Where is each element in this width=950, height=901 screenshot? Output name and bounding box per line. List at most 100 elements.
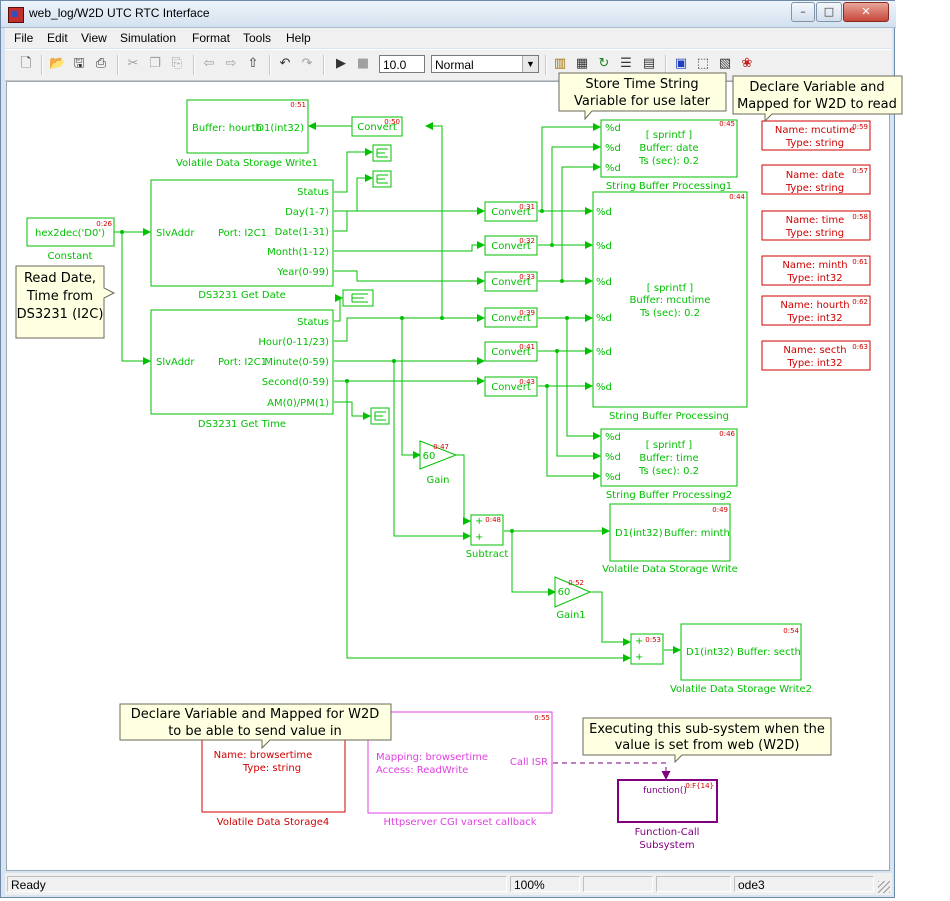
vds-write-right: Buffer: minth [664, 528, 730, 539]
cut-icon[interactable]: ✂ [127, 56, 139, 71]
convert6-block[interactable] [484, 376, 538, 397]
simulation-mode-select[interactable]: Normal▼ [431, 55, 539, 73]
sbp-port-3: %d [596, 277, 612, 288]
menu-view[interactable]: View [81, 31, 107, 45]
var-hourth-name: Name: hourth [780, 300, 849, 311]
new-model-icon[interactable]: 🗋 [20, 56, 32, 71]
vds-write-left: D1(int32) [615, 528, 663, 539]
convert2-label: Convert [491, 241, 531, 252]
sum53-sign-2: + [635, 652, 643, 663]
sbp-name: String Buffer Processing [609, 411, 729, 422]
menu-help[interactable]: Help [286, 31, 311, 45]
get-time-name: DS3231 Get Time [198, 419, 286, 430]
constant-block[interactable] [26, 217, 115, 247]
menu-edit[interactable]: Edit [47, 31, 68, 45]
string-buffer-processing-block[interactable] [592, 191, 748, 408]
callout-declare-w2d: Declare Variable and Mapped for W2D to b… [119, 703, 392, 750]
sbp2-name: String Buffer Processing2 [606, 490, 732, 501]
var-minth-block[interactable] [761, 255, 871, 286]
callout-store-time-line1: Store Time String [585, 77, 698, 92]
var-mcutime-block[interactable] [761, 120, 871, 151]
string-buffer-processing2-block[interactable] [600, 428, 738, 487]
vds-write2-block[interactable] [680, 623, 802, 681]
tag-icon[interactable]: ⬚ [696, 56, 710, 71]
var-time-block[interactable] [761, 210, 871, 241]
debug-icon[interactable]: ☰ [620, 56, 632, 71]
vds-write-block[interactable] [609, 503, 731, 562]
build-icon[interactable]: ▥ [553, 56, 567, 71]
httpserver-cgi-block[interactable] [367, 711, 553, 814]
resize-grip-icon[interactable] [878, 881, 890, 893]
save-icon[interactable]: 🖫 [73, 56, 85, 71]
maximize-button[interactable]: □ [816, 2, 842, 22]
function-call-subsystem-block[interactable] [617, 779, 718, 823]
get-date-out-status: Status [297, 187, 329, 198]
forward-icon[interactable]: ⇨ [225, 56, 237, 71]
callout-declare-w2d-line1: Declare Variable and Mapped for W2D [131, 707, 380, 722]
stop-icon[interactable]: ■ [356, 56, 370, 71]
redo-icon[interactable]: ↷ [301, 56, 313, 71]
get-time-out-hour: Hour(0-11/23) [258, 337, 329, 348]
convert5-block[interactable] [484, 341, 538, 362]
var-date-block[interactable] [761, 164, 871, 195]
fcs-prio: 0:F{14} [685, 782, 714, 790]
target-icon[interactable]: ❀ [741, 56, 753, 71]
vds-write1-right: D1(int32) [256, 123, 304, 134]
constant-name: Constant [48, 251, 93, 262]
convert4-block[interactable] [484, 307, 538, 328]
vds-write1-name: Volatile Data Storage Write1 [176, 158, 318, 169]
subtract-block[interactable] [470, 514, 504, 546]
callout-read-line2: Time from [26, 289, 93, 304]
close-button[interactable]: ✕ [843, 2, 889, 22]
paste-icon[interactable]: ⎘ [171, 56, 183, 71]
vds-write1-block[interactable] [186, 99, 309, 154]
undo-icon[interactable]: ↶ [279, 56, 291, 71]
ds3231-get-time-block[interactable] [150, 309, 334, 415]
convert2-block[interactable] [484, 235, 538, 256]
gain1-block[interactable] [554, 576, 592, 608]
menu-simulation[interactable]: Simulation [120, 31, 177, 45]
browser-icon[interactable]: ▧ [718, 56, 732, 71]
convert4-prio: 0:39 [519, 309, 535, 317]
status-cell-empty1 [583, 876, 653, 892]
minimize-button[interactable]: – [791, 2, 815, 22]
sbp1-port-1: %d [605, 123, 621, 134]
sum53-block[interactable] [630, 633, 664, 665]
copy-icon[interactable]: ❐ [149, 56, 161, 71]
gain-name: Gain [427, 475, 450, 486]
convert-top-block[interactable] [351, 116, 403, 137]
menu-format[interactable]: Format [192, 31, 231, 45]
get-time-out-minute: Minute(0-59) [264, 357, 329, 368]
callout-declare-w2d-line2: to be able to send value in [168, 724, 342, 739]
sbp2-prio: 0:46 [719, 430, 735, 438]
up-icon[interactable]: ⇧ [247, 56, 259, 71]
status-zoom: 100% [510, 876, 580, 892]
gain1-prio: 0:52 [568, 579, 584, 587]
open-icon[interactable]: 📂 [49, 56, 66, 71]
var-secth-block[interactable] [761, 340, 871, 371]
model-advisor-icon[interactable]: ▣ [674, 56, 688, 71]
vds4-type-line: Type: string [242, 763, 301, 774]
string-buffer-processing1-block[interactable] [600, 119, 738, 178]
back-icon[interactable]: ⇦ [203, 56, 215, 71]
print-icon[interactable]: ⎙ [95, 56, 107, 71]
stop-time-field[interactable]: 10.0 [379, 55, 425, 73]
model-canvas[interactable]: hex2dec('D0') 0:26 Constant SlvAddr Port… [6, 72, 903, 871]
var-hourth-block[interactable] [761, 295, 871, 326]
explorer-icon[interactable]: ▤ [642, 56, 656, 71]
menu-tools[interactable]: Tools [243, 31, 272, 45]
var-time-name: Name: time [786, 215, 845, 226]
menu-file[interactable]: File [14, 31, 34, 45]
var-hourth-type: Type: int32 [786, 313, 842, 324]
update-icon[interactable]: ↻ [598, 56, 610, 71]
subtract-sign-2: + [475, 532, 483, 543]
ds3231-get-date-block[interactable] [150, 179, 334, 287]
convert1-block[interactable] [484, 201, 538, 222]
convert3-block[interactable] [484, 271, 538, 292]
convert3-label: Convert [491, 277, 531, 288]
chevron-down-icon[interactable]: ▼ [522, 56, 538, 72]
gain-block[interactable] [419, 440, 458, 470]
start-icon[interactable]: ▶ [336, 56, 346, 71]
cgi-prio: 0:55 [534, 714, 550, 722]
library-icon[interactable]: ▦ [575, 56, 589, 71]
